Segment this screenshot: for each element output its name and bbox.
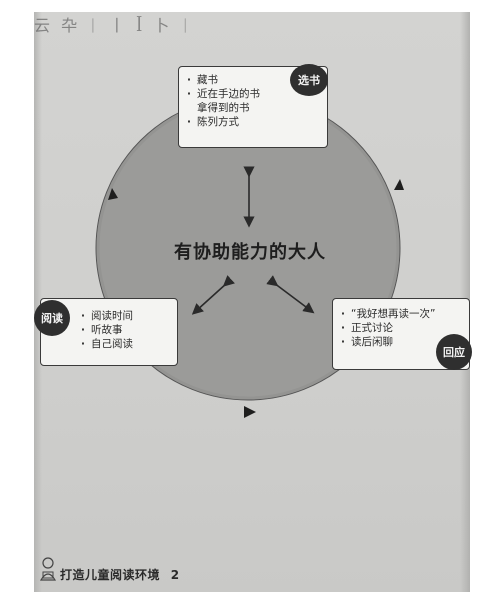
connector-arrow-right: [266, 275, 315, 314]
select-item-nearby-books: 近在手边的书: [187, 87, 327, 101]
responding-item-read-again: “我好想再读一次”: [341, 307, 469, 321]
select-item-display-method: 陈列方式: [187, 115, 327, 129]
reading-child-icon: [39, 557, 57, 581]
reading-badge: 阅读: [34, 300, 70, 336]
select-item-collection: 藏书: [187, 73, 327, 87]
responding-item-chat: 读后闲聊: [341, 335, 469, 349]
select-item-reachable-books: 拿得到的书: [197, 102, 250, 114]
page-shadow-left: [34, 12, 42, 592]
cycle-arrowhead-left-upper: [108, 188, 118, 200]
select-books-list: 藏书 近在手边的书 拿得到的书 陈列方式: [187, 73, 327, 129]
footer: 打造儿童阅读环境 2: [60, 566, 180, 583]
reading-list: 阅读时间 听故事 自己阅读: [81, 309, 177, 351]
footer-page-number: 2: [170, 568, 180, 582]
reading-item-stories: 听故事: [81, 323, 177, 337]
select-books-badge: 选书: [290, 64, 328, 96]
reading-item-time: 阅读时间: [81, 309, 177, 323]
cycle-arrowhead-bottom: [244, 406, 256, 418]
responding-item-discussion: 正式讨论: [341, 321, 469, 335]
center-label: 有协助能力的大人: [174, 242, 326, 263]
reading-item-self-reading: 自己阅读: [81, 337, 177, 351]
footer-title: 打造儿童阅读环境: [60, 568, 161, 582]
header-scribble: 云 卆 ᛁ 丨 ꟾ 卜 ᛁ: [34, 16, 194, 35]
responding-badge: 回应: [436, 334, 472, 370]
connector-arrow-left: [191, 275, 235, 315]
responding-list: “我好想再读一次” 正式讨论 读后闲聊: [341, 307, 469, 349]
cycle-arrowhead-right-upper: [394, 179, 404, 190]
